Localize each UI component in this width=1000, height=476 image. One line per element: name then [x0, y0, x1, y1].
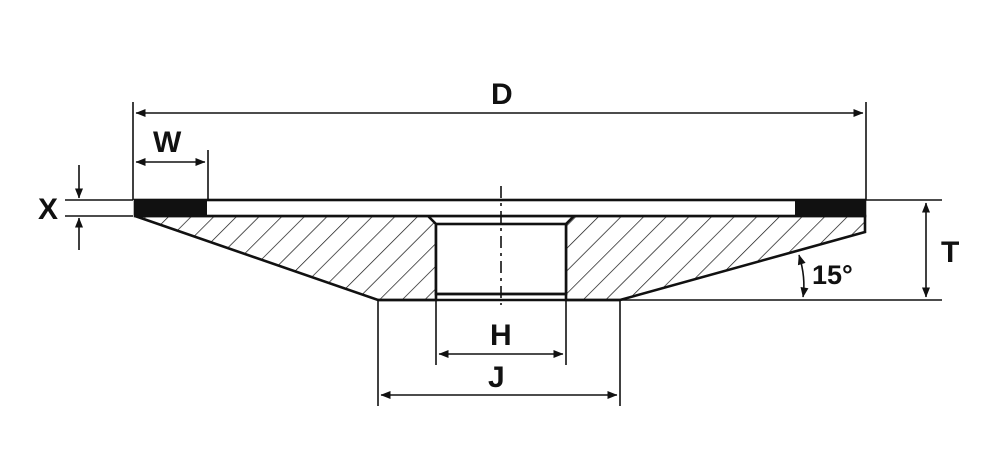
D-label: D — [491, 78, 513, 111]
abrasive-rim — [133, 198, 867, 218]
wheel-body — [134, 214, 867, 302]
dimension-D: D — [132, 78, 867, 200]
wheel-section-left — [134, 214, 438, 302]
H-label: H — [490, 319, 512, 352]
dimension-H: H — [435, 300, 567, 365]
X-label: X — [38, 193, 58, 226]
dimension-W: W — [135, 126, 209, 200]
dimension-T: T — [620, 199, 959, 301]
dimension-J: J — [377, 300, 621, 406]
W-label: W — [153, 126, 182, 159]
bore — [434, 222, 568, 296]
angle-label: 15° — [812, 260, 853, 290]
T-label: T — [941, 236, 959, 269]
J-label: J — [488, 361, 505, 394]
rim-top-band — [133, 198, 867, 218]
dimension-X: X — [38, 165, 133, 250]
abrasive-layer-right — [795, 201, 865, 215]
abrasive-layer-left — [135, 201, 207, 215]
angle-dimension: 15° — [797, 254, 853, 298]
angle-arc — [797, 254, 809, 298]
